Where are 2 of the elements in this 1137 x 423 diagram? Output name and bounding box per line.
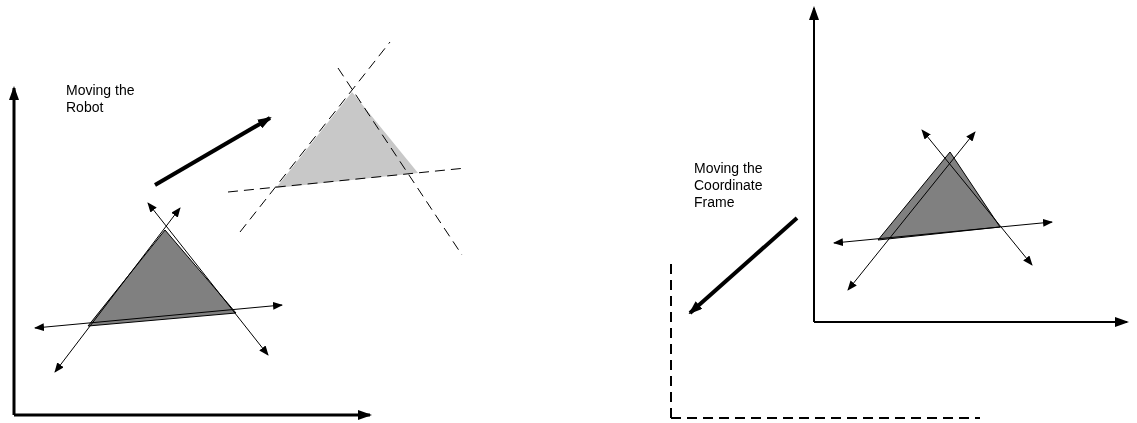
label-text: Moving the Coordinate Frame <box>694 160 764 211</box>
label-text: Moving the Robot <box>66 82 136 116</box>
